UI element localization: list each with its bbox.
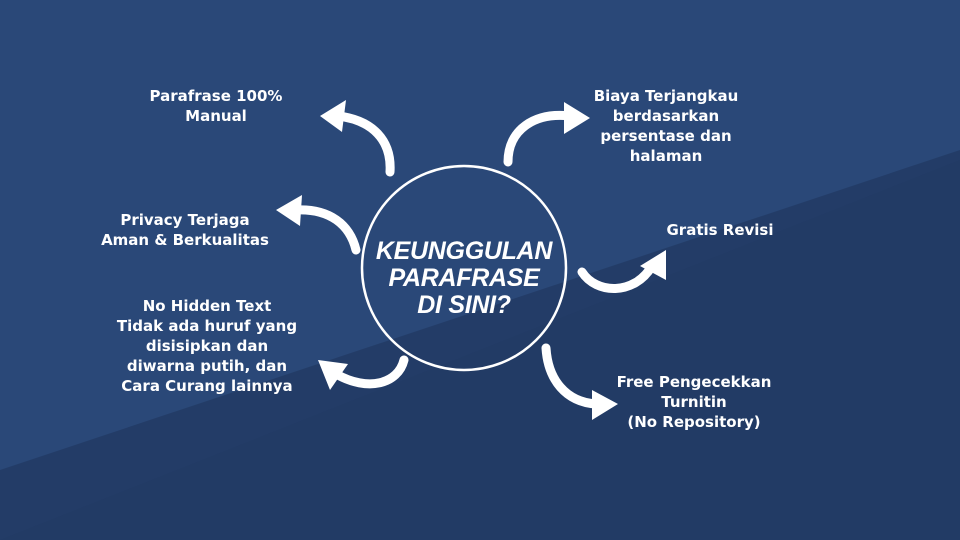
center-circle	[360, 164, 568, 372]
node-line: Gratis Revisi	[666, 221, 774, 239]
node-line: Tidak ada huruf yang	[116, 317, 298, 335]
arrow-to-hidden-text	[318, 355, 409, 390]
node-line: Free Pengecekkan	[616, 373, 772, 391]
node-line: halaman	[629, 147, 703, 165]
center-title-line: KEUNGGULAN	[375, 237, 553, 265]
node-line: berdasarkan	[612, 107, 720, 125]
node-line: Manual	[185, 107, 247, 125]
node-line: No Hidden Text	[142, 297, 272, 315]
node-privacy: Privacy Terjaga Aman & Berkualitas	[96, 210, 274, 250]
node-line: Biaya Terjangkau	[593, 87, 739, 105]
node-line: Parafrase 100%	[149, 87, 283, 105]
node-line: Turnitin	[661, 393, 727, 411]
node-line: Cara Curang lainnya	[121, 377, 293, 395]
center-title-line: DI SINI?	[417, 291, 511, 319]
arrow-to-privacy	[276, 195, 361, 255]
center-title-line: PARAFRASE	[388, 264, 540, 292]
arrow-to-revisi	[577, 250, 666, 293]
node-line: diwarna putih, dan	[126, 357, 288, 375]
node-biaya: Biaya Terjangkau berdasarkan persentase …	[586, 86, 746, 166]
node-manual: Parafrase 100% Manual	[148, 86, 284, 126]
node-line: Aman & Berkualitas	[101, 231, 269, 249]
center-title: KEUNGGULAN PARAFRASE DI SINI?	[362, 238, 566, 319]
node-line: (No Repository)	[627, 413, 761, 431]
node-line: disisipkan dan	[145, 337, 269, 355]
node-line: persentase dan	[600, 127, 732, 145]
node-turnitin: Free Pengecekkan Turnitin (No Repository…	[608, 372, 780, 432]
node-revisi: Gratis Revisi	[660, 220, 780, 240]
node-line: Privacy Terjaga	[120, 211, 250, 229]
node-hidden-text: No Hidden Text Tidak ada huruf yang disi…	[104, 296, 310, 396]
arrow-to-manual	[320, 100, 395, 177]
arrow-to-turnitin	[541, 343, 618, 420]
arrow-to-biaya	[503, 102, 590, 167]
